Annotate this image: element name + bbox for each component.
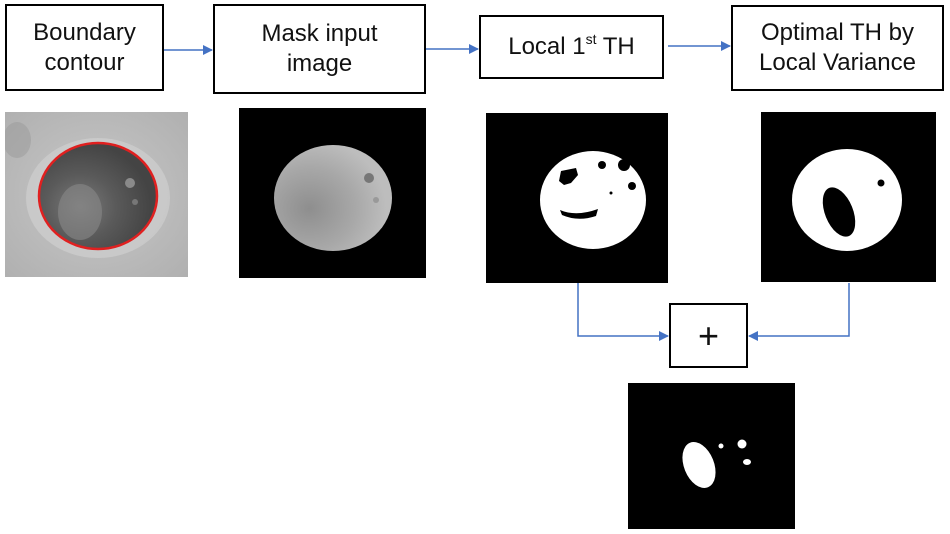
- mask-image: [239, 108, 426, 278]
- step-label-line1: Optimal TH by: [761, 19, 914, 46]
- boundary-image: [5, 112, 188, 277]
- red-contour: [37, 141, 159, 251]
- step-local-1st-th: Local 1st TH: [479, 15, 664, 79]
- arrow-optimal-to-plus: [748, 283, 850, 341]
- plus-icon: +: [697, 314, 720, 356]
- step-label-line2: Local Variance: [759, 49, 916, 76]
- step-mask-input-image: Mask input image: [213, 4, 426, 94]
- combine-plus-box: +: [669, 303, 748, 368]
- step-label-line2: contour: [44, 48, 125, 76]
- local-th-image: [486, 113, 668, 283]
- result-image: [628, 383, 795, 529]
- arrow-local-to-plus: [577, 283, 669, 341]
- step-label-line1: Boundary: [33, 18, 136, 46]
- step-label-line2: image: [286, 50, 353, 77]
- step-optimal-th-local-variance: Optimal TH by Local Variance: [731, 5, 944, 91]
- step-label-line1: Mask input: [261, 20, 378, 47]
- step-label: Local 1st TH: [508, 31, 635, 60]
- optimal-th-image: [761, 112, 936, 282]
